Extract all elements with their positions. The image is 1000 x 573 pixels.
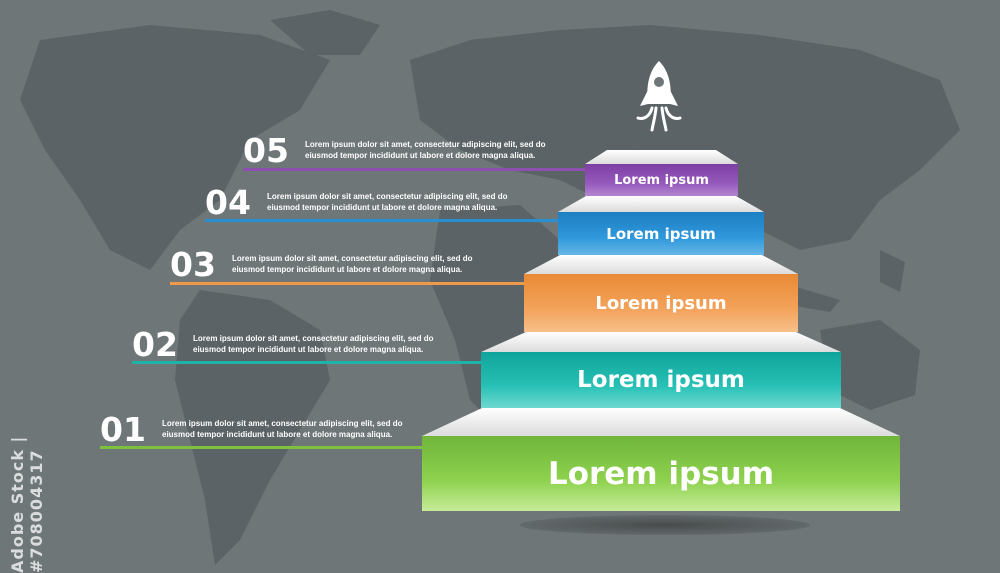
step-top-01 <box>422 408 900 436</box>
step-top-03 <box>524 255 798 274</box>
watermark-text: Adobe Stock | #708004317 <box>8 435 46 573</box>
step-block-04: Lorem ipsum <box>558 212 764 255</box>
step-description-02: Lorem ipsum dolor sit amet, consectetur … <box>193 334 434 354</box>
step-block-01: Lorem ipsum <box>422 436 900 511</box>
step-description-01: Lorem ipsum dolor sit amet, consectetur … <box>162 419 403 439</box>
step-connector-line-02 <box>132 361 482 364</box>
step-top-04 <box>558 196 764 212</box>
step-top-05 <box>585 150 738 164</box>
step-number-01: 01 <box>100 410 146 449</box>
step-description-04: Lorem ipsum dolor sit amet, consectetur … <box>267 192 508 212</box>
rocket-icon <box>636 61 682 132</box>
step-block-03: Lorem ipsum <box>524 274 798 332</box>
step-number-05: 05 <box>243 131 289 170</box>
pyramid-shadow <box>520 515 810 535</box>
step-connector-line-03 <box>170 282 526 285</box>
step-description-03: Lorem ipsum dolor sit amet, consectetur … <box>232 254 473 274</box>
step-block-05: Lorem ipsum <box>585 164 738 196</box>
step-number-04: 04 <box>205 183 251 222</box>
step-description-05: Lorem ipsum dolor sit amet, consectetur … <box>305 140 546 160</box>
step-number-03: 03 <box>170 245 216 284</box>
step-connector-line-01 <box>100 446 422 449</box>
step-top-02 <box>481 332 841 352</box>
step-number-02: 02 <box>132 325 178 364</box>
step-connector-line-05 <box>243 168 588 171</box>
step-block-02: Lorem ipsum <box>481 352 841 408</box>
step-connector-line-04 <box>205 219 560 222</box>
